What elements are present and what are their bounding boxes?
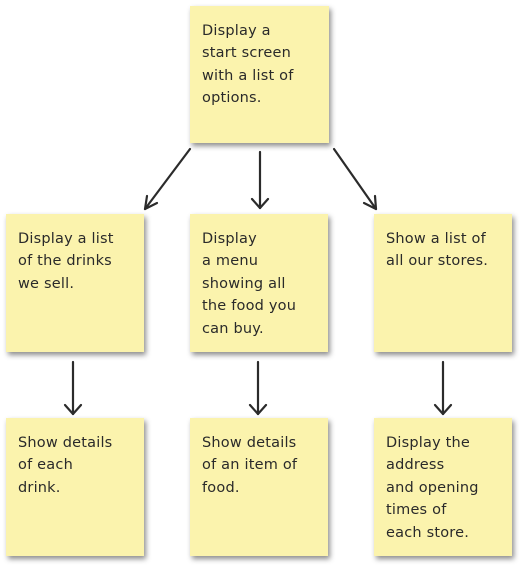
note-food-menu: Display a menu showing all the food you … (190, 214, 328, 352)
note-drink-details: Show details of each drink. (6, 418, 144, 556)
arrow-start-to-drinks (143, 147, 192, 211)
arrow-start-to-stores (332, 147, 378, 211)
arrow-stores-to-store-details (433, 360, 453, 416)
note-food-details: Show details of an item of food. (190, 418, 328, 556)
arrow-menu-to-food-details (248, 360, 268, 416)
arrow-drinks-to-drink-details (63, 360, 83, 416)
note-stores-list: Show a list of all our stores. (374, 214, 512, 352)
note-start-screen: Display a start screen with a list of op… (190, 6, 329, 143)
note-drinks-list: Display a list of the drinks we sell. (6, 214, 144, 352)
note-store-details: Display the address and opening times of… (374, 418, 512, 556)
arrow-start-to-menu (250, 150, 270, 210)
